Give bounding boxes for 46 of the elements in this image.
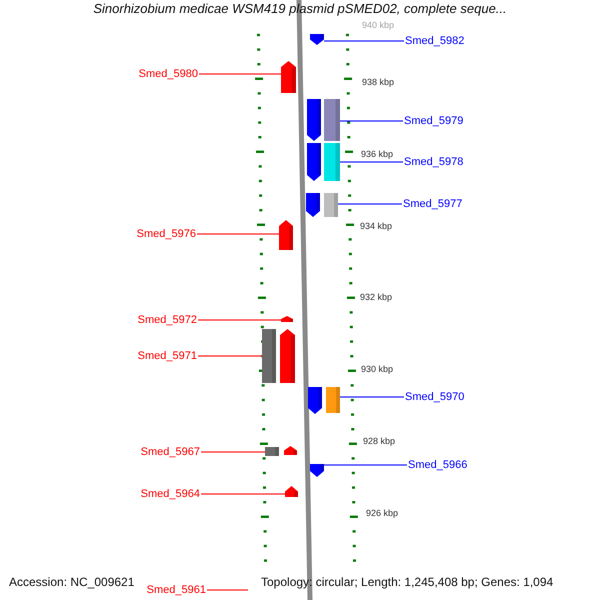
gene-label: Smed_5972 — [138, 314, 197, 326]
gene-label: Smed_5979 — [404, 115, 464, 127]
scale-label: 926 kbp — [366, 508, 398, 518]
gene-label: Smed_5961 — [146, 584, 206, 596]
scale-label: 940 kbp — [362, 20, 394, 30]
scale-label: 934 kbp — [360, 221, 392, 231]
gene-label: Smed_5977 — [403, 198, 462, 210]
gene-feature — [280, 329, 295, 383]
leader-line — [340, 396, 404, 398]
gene-feature — [307, 143, 321, 181]
info-text: Topology: circular; Length: 1,245,408 bp; Genes: 1,094 — [261, 575, 554, 589]
scale-label: 932 kbp — [360, 292, 392, 302]
gene-feature — [281, 316, 293, 322]
gene-block — [324, 143, 340, 181]
gene-label: Smed_5980 — [138, 68, 198, 80]
gene-label: Smed_5970 — [405, 391, 464, 403]
gene-feature — [307, 99, 321, 141]
gene-label: Smed_5967 — [140, 446, 200, 458]
gene-label: Smed_5966 — [408, 459, 468, 471]
gene-label: Smed_5976 — [136, 228, 196, 240]
gene-block — [324, 193, 338, 217]
title: Sinorhizobium medicae WSM419 plasmid pSMED02, complete seque... — [92, 1, 508, 16]
gene-feature — [284, 446, 297, 455]
gene-feature — [308, 387, 322, 414]
info-text: Accession: NC_009621 — [9, 575, 134, 589]
gene-feature — [281, 61, 296, 93]
gene-label: Smed_5978 — [404, 156, 464, 168]
gene-label: Smed_5971 — [138, 350, 197, 362]
scale-label: 930 kbp — [361, 364, 394, 374]
leader-line — [324, 464, 408, 466]
gene-feature — [306, 193, 320, 217]
gene-feature — [279, 220, 293, 250]
gene-feature — [310, 34, 324, 45]
scale-label: 936 kbp — [361, 149, 394, 159]
gene-block — [265, 447, 279, 456]
leader-line — [324, 40, 404, 42]
gene-feature — [310, 464, 324, 477]
gene-label: Smed_5982 — [405, 35, 464, 47]
scale-label: 938 kbp — [362, 77, 394, 87]
gene-block — [262, 329, 276, 383]
gene-block — [324, 99, 340, 141]
gene-feature — [285, 486, 298, 497]
gene-label: Smed_5964 — [140, 488, 200, 500]
leader-line — [340, 120, 404, 122]
gene-block — [326, 387, 340, 413]
scale-label: 928 kbp — [363, 436, 396, 446]
